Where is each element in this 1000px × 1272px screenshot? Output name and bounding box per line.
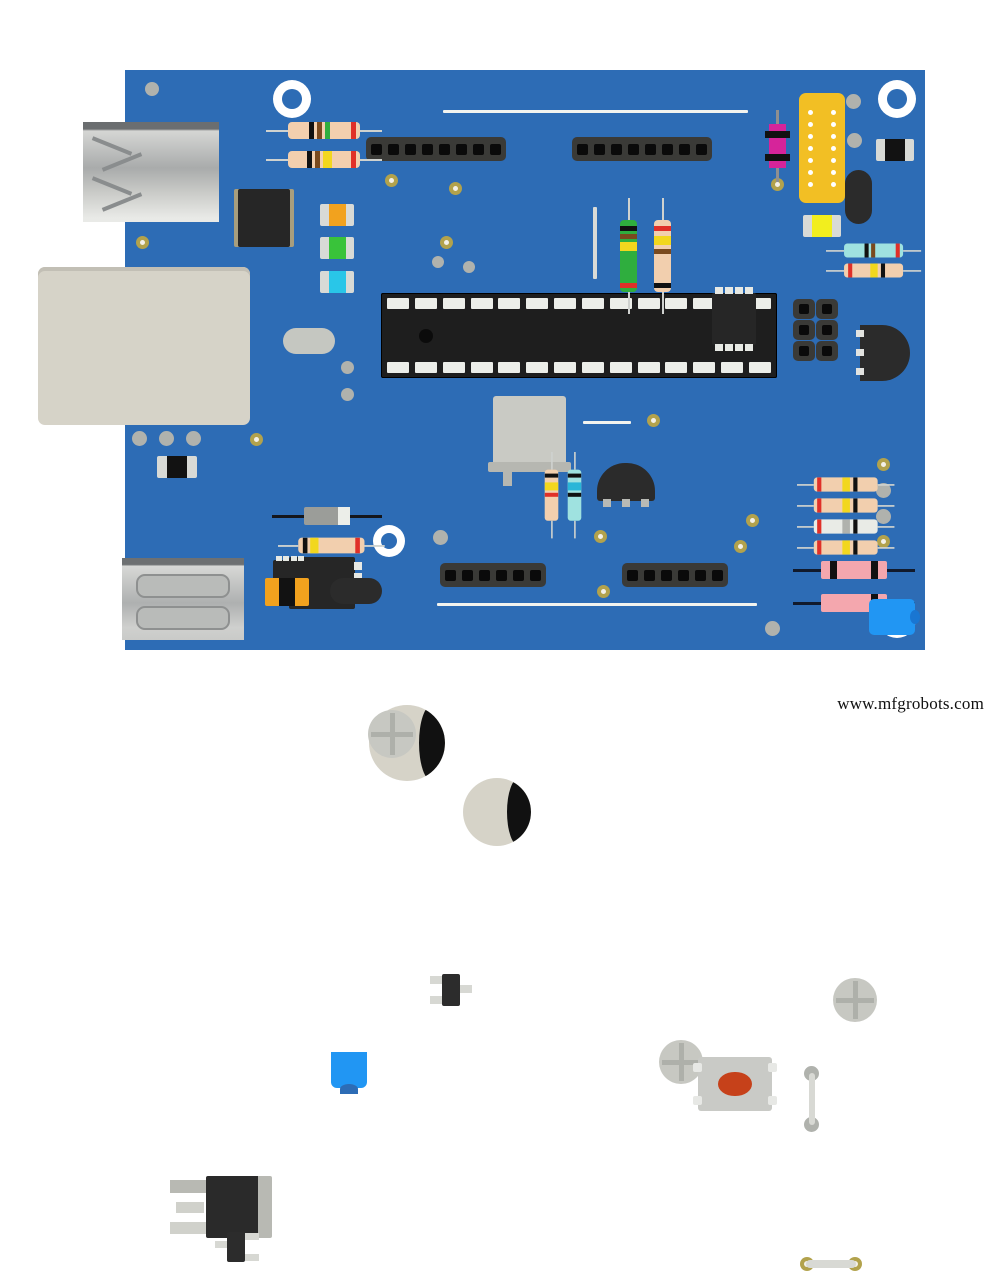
resistor-bank-1 bbox=[797, 477, 895, 492]
blue-cap-bottom bbox=[331, 1052, 367, 1094]
through-hole bbox=[877, 458, 890, 471]
through-hole bbox=[440, 236, 453, 249]
oval-pad-left bbox=[283, 328, 335, 354]
resistor-bank-3 bbox=[797, 519, 895, 534]
header-pin[interactable] bbox=[793, 341, 815, 361]
power-dual-slot[interactable] bbox=[122, 558, 244, 640]
header-digital-left[interactable] bbox=[366, 137, 506, 161]
resistor-top-2 bbox=[266, 151, 382, 168]
through-hole bbox=[647, 414, 660, 427]
pad bbox=[847, 133, 862, 148]
smd-led-green bbox=[320, 237, 354, 259]
resistor-right-1 bbox=[826, 243, 922, 258]
header-analog-left[interactable] bbox=[440, 563, 546, 587]
pad bbox=[132, 431, 147, 446]
resistor-top-1 bbox=[266, 122, 382, 139]
jumper-wire-right bbox=[800, 1256, 862, 1272]
crystal-can bbox=[488, 396, 571, 486]
mounting-hole-bottom-left bbox=[373, 525, 405, 557]
usb-type-b-jack[interactable] bbox=[38, 267, 250, 425]
through-hole bbox=[385, 174, 398, 187]
resistor-vert-tan bbox=[654, 198, 671, 314]
header-pin[interactable] bbox=[816, 341, 838, 361]
transistor-sot23-top bbox=[430, 974, 472, 1006]
transistor-sot23-left bbox=[215, 1232, 259, 1262]
header-pin[interactable] bbox=[793, 320, 815, 340]
soic-chip-top-right bbox=[712, 287, 756, 351]
ethernet-rj45-jack[interactable] bbox=[83, 122, 219, 222]
black-cap-right bbox=[845, 170, 872, 224]
pad bbox=[846, 94, 861, 109]
illustration-canvas: www.mfgrobots.com bbox=[0, 0, 1000, 730]
resistor-bottom-left bbox=[278, 537, 385, 554]
pad bbox=[765, 621, 780, 636]
pad bbox=[876, 483, 891, 498]
header-pin[interactable] bbox=[816, 320, 838, 340]
through-hole bbox=[136, 236, 149, 249]
header-power-right[interactable] bbox=[622, 563, 728, 587]
smd-led-cyan bbox=[320, 271, 354, 293]
top-silk-line bbox=[443, 110, 748, 113]
through-hole bbox=[250, 433, 263, 446]
smd-res-orange-bottom bbox=[265, 578, 309, 606]
pad bbox=[341, 388, 354, 401]
diode-half-round-right bbox=[856, 325, 910, 381]
through-hole bbox=[594, 530, 607, 543]
trimmer-pot-top[interactable] bbox=[368, 710, 416, 758]
tall-silk-line bbox=[593, 207, 597, 279]
qfn-chip-left bbox=[238, 189, 290, 247]
through-hole bbox=[597, 585, 610, 598]
reset-button-cap[interactable] bbox=[717, 1071, 753, 1097]
icsp-header-yellow[interactable] bbox=[799, 93, 845, 203]
transistor-to220 bbox=[170, 1176, 272, 1238]
pad bbox=[341, 361, 354, 374]
through-hole bbox=[449, 182, 462, 195]
printed-circuit-board bbox=[38, 70, 925, 1271]
microcontroller-dip28 bbox=[381, 293, 777, 378]
diode-grey-bottom-left bbox=[272, 507, 382, 525]
pad bbox=[463, 261, 475, 273]
mid-silk-line bbox=[583, 421, 631, 424]
mounting-hole-top-right bbox=[878, 80, 916, 118]
diode-smd-top-right bbox=[876, 139, 914, 161]
diode-pink-1 bbox=[793, 561, 915, 579]
through-hole bbox=[746, 514, 759, 527]
reset-button[interactable] bbox=[693, 1057, 777, 1111]
trimmer-pot-bottom[interactable] bbox=[659, 1040, 703, 1084]
smd-led-yellow bbox=[803, 215, 841, 237]
diode-smd-left bbox=[157, 456, 197, 478]
resistor-right-2 bbox=[826, 263, 922, 278]
header-pin[interactable] bbox=[793, 299, 815, 319]
resistor-bank-2 bbox=[797, 498, 895, 513]
smd-led-orange bbox=[320, 204, 354, 226]
header-digital-right[interactable] bbox=[572, 137, 712, 161]
bottom-silk-line bbox=[437, 603, 757, 606]
transistor-to92 bbox=[597, 463, 655, 507]
electrolytic-cap-2 bbox=[463, 778, 531, 846]
pad bbox=[145, 82, 159, 96]
pad bbox=[159, 431, 174, 446]
blue-cap-right bbox=[869, 599, 920, 635]
resistor-vert-green bbox=[620, 198, 637, 314]
resistor-vert-small-cyan bbox=[567, 452, 582, 539]
pad bbox=[433, 530, 448, 545]
through-hole bbox=[877, 535, 890, 548]
trimmer-pot-right[interactable] bbox=[833, 978, 877, 1022]
through-hole bbox=[771, 178, 784, 191]
resistor-vert-small-tan bbox=[544, 452, 559, 539]
black-cap-bottom bbox=[330, 578, 382, 604]
header-2x3-black[interactable] bbox=[793, 299, 838, 361]
watermark: www.mfgrobots.com bbox=[837, 694, 984, 713]
magenta-cap bbox=[765, 110, 790, 182]
pad bbox=[876, 509, 891, 524]
mounting-hole-top-left bbox=[273, 80, 311, 118]
jumper-wire-vertical-right bbox=[804, 1066, 820, 1132]
pad bbox=[432, 256, 444, 268]
through-hole bbox=[734, 540, 747, 553]
header-pin[interactable] bbox=[816, 299, 838, 319]
resistor-bank-4 bbox=[797, 540, 895, 555]
pad bbox=[186, 431, 201, 446]
